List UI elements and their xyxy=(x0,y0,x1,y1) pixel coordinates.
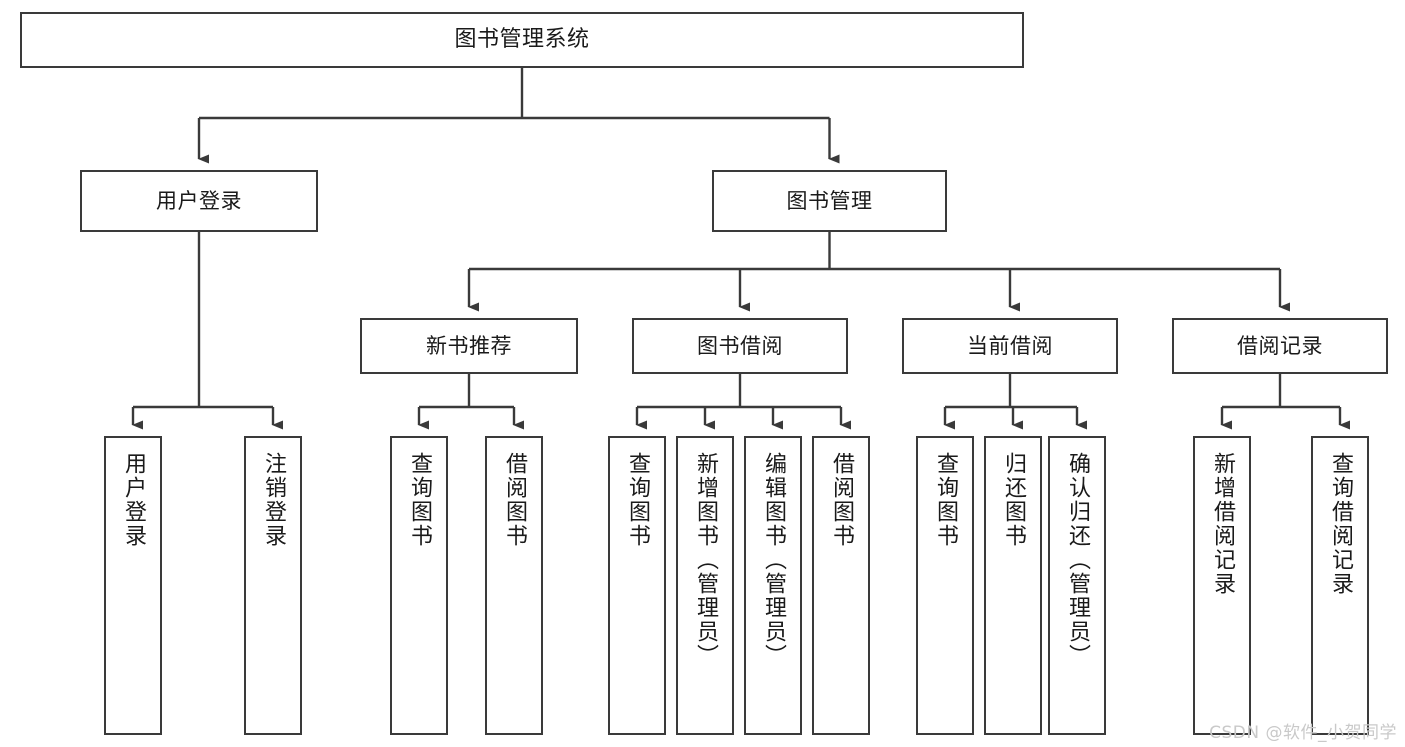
node-label: 归还图书 xyxy=(1001,452,1026,548)
node-label: 借阅记录 xyxy=(1237,333,1323,358)
leaf-record-add-record[interactable]: 新增借阅记录 xyxy=(1193,436,1251,735)
node-label: 查询借阅记录 xyxy=(1328,452,1353,596)
node-label: 确认归还（管理员） xyxy=(1065,452,1090,668)
leaf-current-query-book[interactable]: 查询图书 xyxy=(916,436,974,735)
node-label: 用户登录 xyxy=(121,452,146,548)
node-label: 用户登录 xyxy=(156,188,242,213)
node-label: 借阅图书 xyxy=(502,452,527,548)
node-user-login[interactable]: 用户登录 xyxy=(80,170,318,232)
leaf-current-confirm-return-admin[interactable]: 确认归还（管理员） xyxy=(1048,436,1106,735)
node-label: 查询图书 xyxy=(933,452,958,548)
node-label: 新书推荐 xyxy=(426,333,512,358)
node-label: 新增图书（管理员） xyxy=(693,452,718,668)
leaf-borrow-query-book[interactable]: 查询图书 xyxy=(608,436,666,735)
node-label: 图书借阅 xyxy=(697,333,783,358)
leaf-record-query-record[interactable]: 查询借阅记录 xyxy=(1311,436,1369,735)
leaf-borrow-add-book-admin[interactable]: 新增图书（管理员） xyxy=(676,436,734,735)
leaf-current-return-book[interactable]: 归还图书 xyxy=(984,436,1042,735)
node-current-borrow[interactable]: 当前借阅 xyxy=(902,318,1118,374)
leaf-newbook-borrow-book[interactable]: 借阅图书 xyxy=(485,436,543,735)
node-label: 图书管理系统 xyxy=(454,27,590,53)
leaf-borrow-edit-book-admin[interactable]: 编辑图书（管理员） xyxy=(744,436,802,735)
node-label: 当前借阅 xyxy=(967,333,1053,358)
leaf-user-login[interactable]: 用户登录 xyxy=(104,436,162,735)
node-root-system[interactable]: 图书管理系统 xyxy=(20,12,1024,68)
node-borrow-record[interactable]: 借阅记录 xyxy=(1172,318,1388,374)
leaf-newbook-query-book[interactable]: 查询图书 xyxy=(390,436,448,735)
node-book-borrow[interactable]: 图书借阅 xyxy=(632,318,848,374)
leaf-logout[interactable]: 注销登录 xyxy=(244,436,302,735)
node-label: 查询图书 xyxy=(407,452,432,548)
node-label: 查询图书 xyxy=(625,452,650,548)
node-label: 注销登录 xyxy=(261,452,286,548)
node-label: 图书管理 xyxy=(786,188,873,213)
node-label: 新增借阅记录 xyxy=(1210,452,1235,596)
node-label: 编辑图书（管理员） xyxy=(761,452,786,668)
node-book-management[interactable]: 图书管理 xyxy=(712,170,947,232)
node-label: 借阅图书 xyxy=(829,452,854,548)
leaf-borrow-borrow-book[interactable]: 借阅图书 xyxy=(812,436,870,735)
watermark-text: CSDN @软件_小贺同学 xyxy=(1209,723,1397,743)
node-new-book-recommend[interactable]: 新书推荐 xyxy=(360,318,578,374)
